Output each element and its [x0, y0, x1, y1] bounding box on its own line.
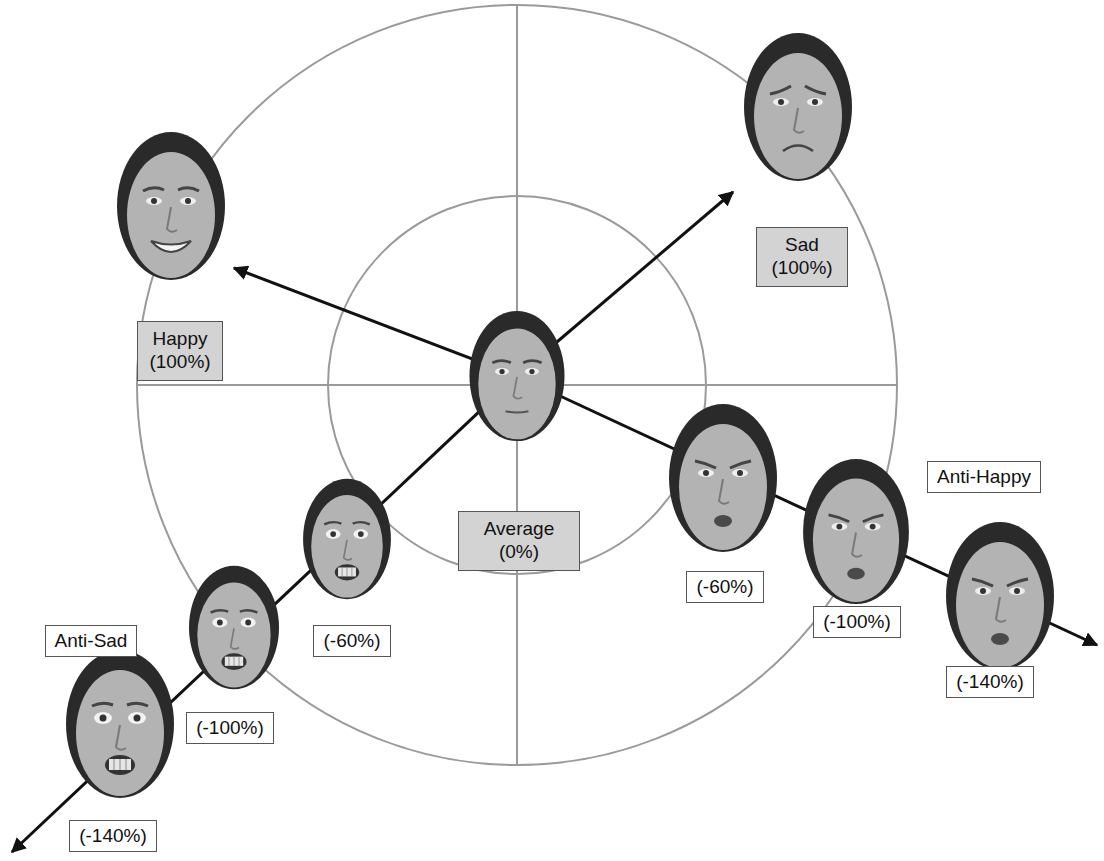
anti-happy-face [803, 459, 909, 604]
pole-label-box: Happy (100%) [137, 321, 223, 381]
strength-label-box: (-140%) [946, 666, 1034, 699]
label-text: (-100%) [196, 717, 264, 740]
anti-happy-face [669, 404, 777, 552]
happy-face [117, 132, 225, 280]
anti-sad-face [66, 650, 174, 798]
pole-label-box: Sad (100%) [756, 227, 848, 287]
expression-axes [12, 192, 1097, 852]
label-text: Average (0%) [464, 518, 574, 564]
anti-sad-face [303, 479, 391, 599]
strength-label-box: (-60%) [313, 625, 390, 658]
anti-sad-arrow [12, 376, 517, 852]
strength-label-box: (-100%) [813, 606, 901, 639]
outer-circle [137, 5, 897, 765]
strength-label-box: (-140%) [69, 820, 157, 853]
strength-label-box: (-60%) [686, 571, 763, 604]
label-text: Sad (100%) [762, 234, 842, 280]
faces [66, 33, 1054, 798]
label-text: (-100%) [823, 611, 891, 634]
label-text: (-140%) [956, 671, 1024, 694]
anti-sad-face [189, 566, 279, 689]
axis-label-box: Anti-Sad [45, 625, 138, 658]
axis-label-box: Anti-Happy [927, 461, 1041, 494]
pole-label-box: Average (0%) [458, 511, 580, 571]
average-face [469, 311, 564, 441]
anti-happy-face [946, 522, 1054, 670]
label-text: (-60%) [323, 630, 380, 653]
label-text: Anti-Sad [55, 630, 128, 653]
label-text: (-140%) [79, 825, 147, 848]
strength-label-box: (-100%) [186, 712, 274, 745]
label-text: (-60%) [696, 576, 753, 599]
label-text: Anti-Happy [937, 466, 1031, 489]
quadrant-grid [137, 5, 897, 765]
sad-face [744, 33, 852, 181]
label-text: Happy (100%) [143, 328, 217, 374]
